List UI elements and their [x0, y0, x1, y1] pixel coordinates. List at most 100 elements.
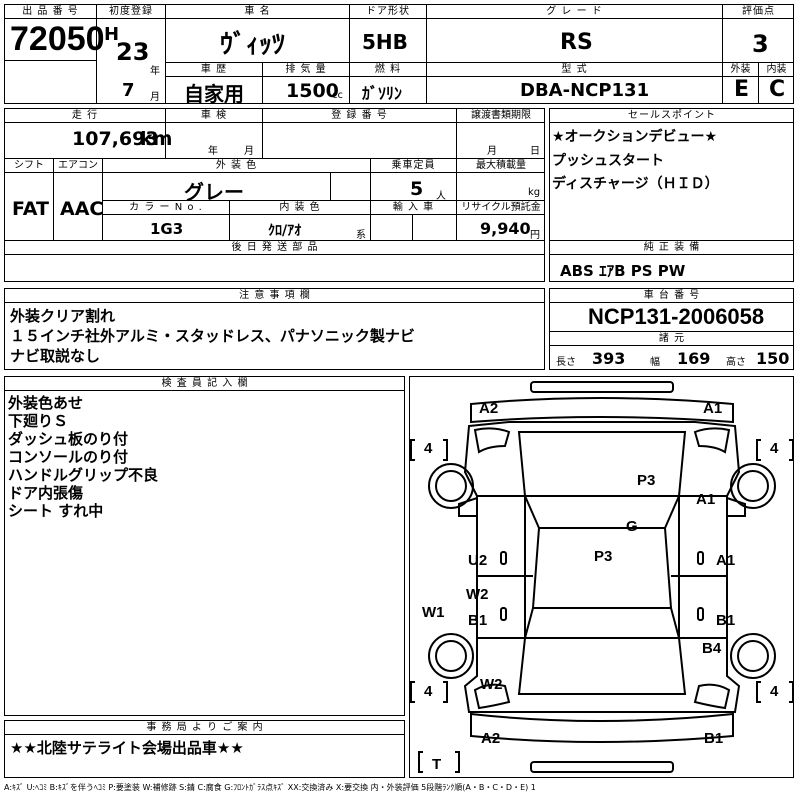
mark-b1-right: B1	[716, 612, 736, 629]
chassis-label: 車 台 番 号	[550, 289, 794, 303]
disp-unit: cc	[332, 90, 343, 101]
name-label: 車 名	[166, 5, 349, 19]
sales-line: ディスチャージ（ＨＩＤ）	[552, 176, 719, 192]
mark-a1-fender: A1	[696, 491, 716, 508]
mark-a1-door: A1	[716, 552, 736, 569]
trunk-mark: T	[432, 756, 442, 773]
car-diagram-box	[409, 376, 794, 778]
office-label: 事 務 局 よ り ご 案 内	[5, 721, 405, 735]
disp-label: 排 気 量	[263, 63, 349, 77]
plate-label: 登 録 番 号	[263, 109, 456, 123]
interior-color: ｸﾛ/ｱｵ	[268, 223, 302, 239]
grade-label: グ レ ー ド	[427, 5, 722, 19]
ext-grade: E	[734, 77, 750, 102]
mark-w1: W1	[422, 604, 445, 621]
transfer-label: 譲渡書類期限	[457, 109, 545, 123]
length-label: 長さ	[556, 357, 576, 368]
equip-label: 純 正 装 備	[550, 241, 794, 255]
sales-label: セールスポイント	[550, 109, 794, 123]
inspector-line: 下廻りＳ	[8, 412, 69, 430]
notes-label: 注 意 事 項 欄	[5, 289, 545, 303]
sales-line: プッシュスタート	[552, 153, 664, 169]
load-label: 最大積載量	[457, 159, 545, 173]
lot-label: 出 品 番 号	[5, 5, 96, 19]
inspector-line: ドア内張傷	[8, 484, 84, 502]
transfer-day: 日	[530, 146, 540, 157]
office-text: ★★北陸サテライト会場出品車★★	[10, 739, 244, 757]
reg-year: 23	[116, 38, 150, 66]
shift: FAT	[12, 198, 49, 220]
sales-point-box	[549, 108, 794, 282]
mileage: 107,693	[72, 128, 159, 150]
header-table	[4, 4, 794, 104]
height: 150	[756, 349, 790, 368]
length: 393	[592, 349, 626, 368]
load-unit: kg	[528, 187, 541, 198]
note-line: ナビ取説なし	[10, 347, 101, 365]
interior-unit: 系	[356, 230, 366, 241]
mark-u2: U2	[468, 552, 488, 569]
transfer-month: 月	[487, 146, 497, 157]
reg-year-unit: 年	[150, 66, 160, 77]
width: 169	[677, 349, 711, 368]
model-label: 型 式	[427, 63, 722, 77]
ac: AAC	[60, 198, 104, 220]
tire-rear-right: 4	[770, 683, 779, 700]
score: 3	[752, 30, 769, 58]
inspector-line: 外装色あせ	[8, 394, 84, 412]
note-line: 外装クリア割れ	[10, 307, 116, 325]
door-type: 5HB	[362, 30, 408, 54]
mark-b1-left: B1	[468, 612, 488, 629]
equipment: ABS ｴｱB PS PW	[560, 262, 686, 280]
ext-label: 外装	[723, 63, 758, 77]
mark-w2-door: W2	[466, 586, 489, 603]
car-diagram	[410, 381, 794, 773]
reg-month-unit: 月	[150, 92, 160, 103]
car-name: ｳﾞｨｯﾂ	[220, 30, 286, 60]
mark-p3-hood: P3	[637, 472, 656, 489]
shift-label: シフト	[5, 159, 53, 173]
colorno-label: カ ラ ー N o .	[103, 201, 229, 215]
score-label: 評価点	[723, 5, 794, 19]
capacity-unit: 人	[436, 191, 446, 202]
reg-label: 初度登録	[97, 5, 165, 19]
recycle-unit: 円	[530, 230, 540, 241]
mark-g-glass: G	[626, 518, 638, 535]
ac-label: エアコン	[54, 159, 102, 173]
inspect-year: 年	[208, 146, 218, 157]
width-label: 幅	[650, 357, 660, 368]
recycle-label: リサイクル預託金	[457, 201, 545, 215]
inspect-label: 車 検	[166, 109, 262, 123]
history-label: 車 歴	[166, 63, 262, 77]
capacity: 5	[410, 178, 424, 200]
dims-label: 諸 元	[550, 332, 794, 346]
inspector-line: ダッシュ板のり付	[8, 430, 129, 448]
chassis-number: NCP131-2006058	[588, 304, 765, 329]
int-grade: C	[769, 77, 786, 102]
later-parts-label: 後 日 発 送 部 品	[5, 241, 545, 255]
mark-w2-rear: W2	[480, 676, 503, 693]
tire-front-left: 4	[424, 440, 433, 457]
legend: A:ｷｽﾞ U:ﾍｺﾐ B:ｷｽﾞを伴うﾍｺﾐ P:要塗装 W:補修跡 S:錆 …	[4, 783, 536, 792]
interior-label: 内 装 色	[230, 201, 370, 215]
import-label: 輸 入 車	[371, 201, 456, 215]
reg-era: H	[104, 24, 120, 45]
inspector-box	[4, 376, 405, 716]
reg-month: 7	[122, 80, 135, 101]
inspector-line: コンソールのり付	[8, 448, 129, 466]
mileage-label: 走 行	[5, 109, 165, 123]
inspector-line: ハンドルグリップ不良	[8, 466, 159, 484]
grade: RS	[560, 30, 593, 55]
mileage-unit: km	[140, 128, 173, 150]
mark-a1-top: A1	[703, 400, 723, 417]
door-label: ドア形状	[350, 5, 426, 19]
model-code: DBA-NCP131	[520, 80, 650, 101]
mark-b4: B4	[702, 640, 722, 657]
color-label: 外 装 色	[103, 159, 370, 173]
note-line: １５インチ社外アルミ・スタッドレス、パナソニック製ナビ	[10, 327, 415, 345]
spec-table	[4, 108, 545, 282]
displacement: 1500	[286, 80, 339, 102]
chassis-box	[549, 288, 794, 370]
mark-a2-bottom: A2	[481, 730, 501, 747]
tire-front-right: 4	[770, 440, 779, 457]
